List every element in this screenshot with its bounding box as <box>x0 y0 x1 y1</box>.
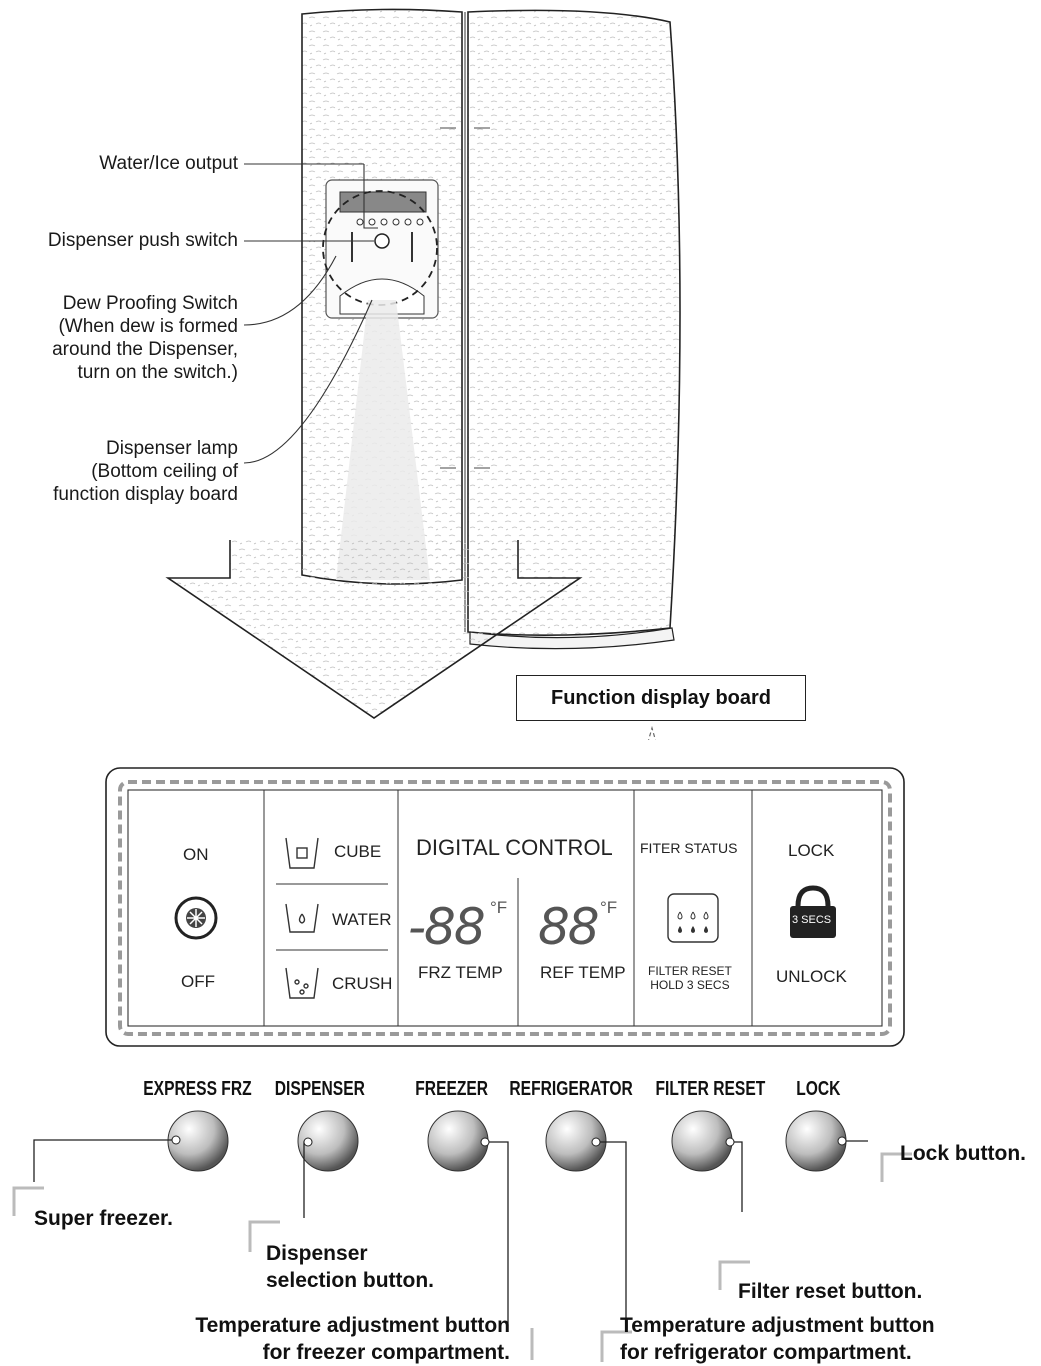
control-panel <box>105 767 905 1047</box>
lock-button[interactable] <box>785 1110 847 1172</box>
refrigerator-temp-display: 88 <box>538 898 600 956</box>
freezer-temp-display: -88 <box>408 898 486 956</box>
filter-status-icon <box>667 893 719 943</box>
dispenser-push-switch-icon <box>374 233 390 249</box>
express-frz-label: EXPRESS FRZ <box>143 1078 252 1100</box>
freezer-temp-callout: Temperature adjustment button for freeze… <box>195 1314 510 1364</box>
freezer-unit: °F <box>490 898 508 917</box>
cube-icon <box>285 837 319 869</box>
buttons-and-leaders <box>12 1110 912 1362</box>
freezer-button[interactable] <box>427 1110 489 1172</box>
refrigerator-illustration <box>165 8 681 740</box>
on-label: ON <box>183 845 209 864</box>
dew-proofing-switch-label: Dew Proofing Switch (When dew is formed … <box>52 293 238 383</box>
right-door <box>467 9 681 636</box>
ref-temp-label: REF TEMP <box>540 963 626 982</box>
refrigerator-label: REFRIGERATOR <box>509 1078 633 1100</box>
express-freeze-icon <box>174 896 218 940</box>
express-frz-button[interactable] <box>167 1110 229 1172</box>
water-icon <box>285 903 319 933</box>
dispenser-push-switch-label: Dispenser push switch <box>47 230 238 251</box>
filter-reset-button[interactable] <box>671 1110 733 1172</box>
water-label: WATER <box>332 910 392 929</box>
filter-status-label: FITER STATUS <box>640 840 738 856</box>
freezer-label: FREEZER <box>415 1078 489 1100</box>
lock-button-callout: Lock button. <box>900 1142 1026 1165</box>
dispenser-lamp-label: Dispenser lamp (Bottom ceiling of functi… <box>53 438 238 505</box>
lock-icon <box>790 885 836 938</box>
refrigerator-unit: °F <box>600 898 618 917</box>
super-freezer-callout: Super freezer. <box>34 1207 173 1230</box>
water-ice-output-label: Water/Ice output <box>99 153 238 174</box>
frz-temp-label: FRZ TEMP <box>418 963 503 982</box>
dispenser-selection-callout: Dispenser selection button. <box>266 1242 434 1292</box>
lock-label: LOCK <box>788 841 835 860</box>
filter-reset-label: FILTER RESET <box>655 1078 766 1100</box>
refrigerator-temp-callout: Temperature adjustment button for refrig… <box>620 1314 935 1364</box>
digital-control-label: DIGITAL CONTROL <box>416 835 613 860</box>
filter-reset-hold-label: FILTER RESET HOLD 3 SECS <box>648 964 732 992</box>
crush-label: CRUSH <box>332 974 393 993</box>
function-display-board-label: Function display board <box>516 675 806 721</box>
down-arrow <box>165 540 583 719</box>
cube-label: CUBE <box>334 842 382 861</box>
dispenser-button[interactable] <box>297 1110 359 1172</box>
off-label: OFF <box>181 972 215 991</box>
unlock-label: UNLOCK <box>776 967 847 986</box>
refrigerator-button[interactable] <box>545 1110 607 1172</box>
dispenser-label: DISPENSER <box>274 1078 365 1100</box>
three-secs-label: 3 SECS <box>792 914 832 926</box>
crush-icon <box>285 967 319 999</box>
lock-button-label: LOCK <box>796 1078 841 1100</box>
filter-reset-callout: Filter reset button. <box>738 1280 923 1303</box>
